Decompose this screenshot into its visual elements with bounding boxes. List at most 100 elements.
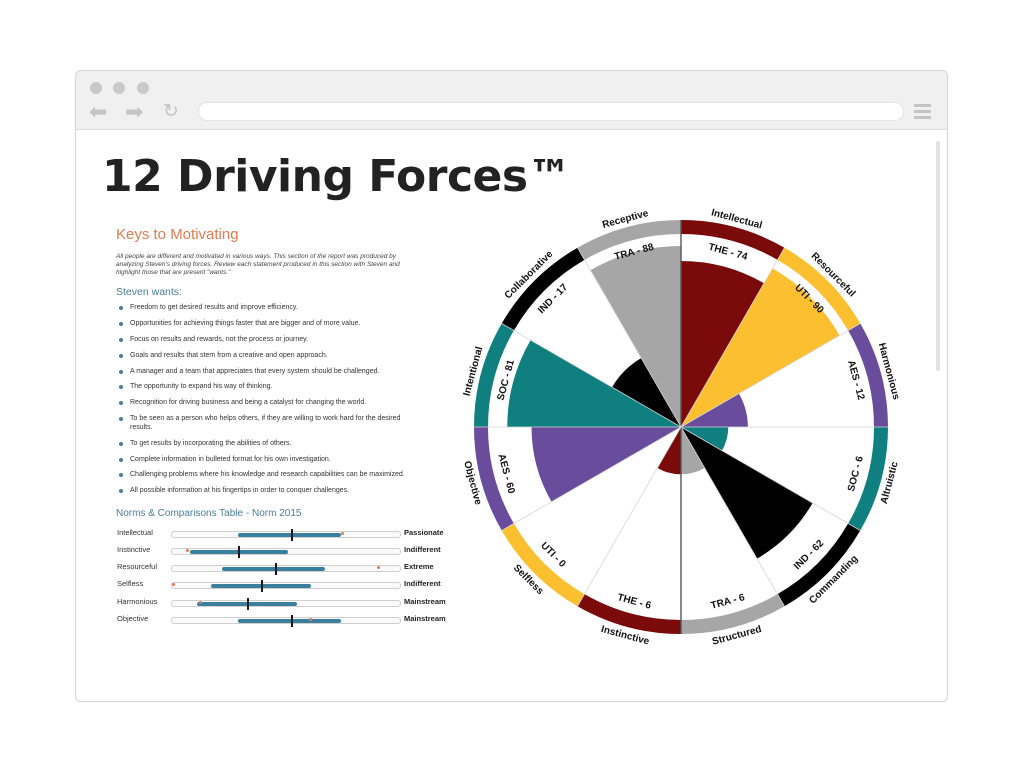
want-item: To get results by incorporating the abil… bbox=[116, 440, 408, 449]
intro-text: All people are different and motivated i… bbox=[116, 253, 400, 276]
value-wedge-altruistic bbox=[681, 427, 729, 451]
norm-level: Mainstream bbox=[404, 596, 446, 606]
hamburger-menu-icon[interactable] bbox=[914, 104, 931, 122]
want-item: A manager and a team that appreciates th… bbox=[116, 368, 408, 377]
ring-segment-commanding bbox=[777, 523, 861, 607]
wheel-divider bbox=[680, 426, 785, 607]
want-item: Goals and results that stem from a creat… bbox=[116, 352, 408, 361]
norm-mean-mark bbox=[274, 563, 277, 576]
norm-row: Resourceful Extreme bbox=[116, 561, 434, 578]
keys-to-motivating-heading: Keys to Motivating bbox=[116, 226, 239, 243]
value-wedge-commanding bbox=[681, 427, 813, 559]
norm-score-dot bbox=[377, 566, 381, 570]
value-wedge-receptive bbox=[590, 245, 681, 427]
wheel-divider bbox=[501, 426, 682, 531]
value-wedge-structured bbox=[681, 427, 705, 475]
page-title: 12 Driving Forces™ bbox=[102, 151, 572, 202]
report-page: Keys to Motivating All people are differ… bbox=[116, 226, 446, 630]
wheel-divider bbox=[577, 426, 682, 607]
window-close-dot[interactable] bbox=[90, 82, 102, 94]
value-wedge-objective bbox=[531, 427, 681, 502]
ring-segment-altruistic bbox=[848, 427, 888, 531]
norm-mean-mark bbox=[260, 580, 263, 593]
want-item: Freedom to get desired results and impro… bbox=[116, 304, 408, 313]
norm-row: Objective Mainstream bbox=[116, 613, 446, 630]
norm-level: Extreme bbox=[404, 562, 434, 572]
wheel-divider bbox=[577, 247, 682, 428]
ring-segment-harmonious bbox=[848, 323, 888, 427]
want-item: Complete information in bulleted format … bbox=[116, 456, 408, 465]
window-maximize-dot[interactable] bbox=[137, 82, 149, 94]
norm-name: Intellectual bbox=[117, 527, 153, 537]
want-item: To be seen as a person who helps others,… bbox=[116, 415, 408, 432]
ring-segment-selfless bbox=[501, 523, 585, 607]
norm-level: Indifferent bbox=[404, 579, 441, 589]
norm-level: Indifferent bbox=[404, 544, 441, 554]
want-item: Recognition for driving business and bei… bbox=[116, 399, 408, 408]
wheel-divider bbox=[680, 247, 785, 428]
norm-name: Selfless bbox=[117, 579, 144, 589]
browser-toolbar: ⬅ ➡ ↻ bbox=[76, 71, 947, 130]
value-wedge-intentional bbox=[507, 340, 681, 427]
ring-segment-receptive bbox=[577, 220, 681, 260]
value-wedge-resourceful bbox=[681, 268, 840, 427]
scrollbar-thumb[interactable] bbox=[936, 141, 940, 371]
want-item: All possible information at his fingerti… bbox=[116, 487, 408, 496]
norm-band bbox=[238, 532, 341, 537]
norm-score-dot bbox=[185, 548, 189, 552]
norm-level: Mainstream bbox=[404, 613, 446, 623]
norm-track bbox=[171, 580, 401, 593]
back-arrow-icon[interactable]: ⬅ bbox=[89, 99, 108, 124]
wants-list: Freedom to get desired results and impro… bbox=[116, 304, 408, 496]
wheel-divider bbox=[680, 323, 861, 428]
norm-score-dot bbox=[172, 583, 175, 587]
ring-segment-collaborative bbox=[501, 247, 585, 331]
norms-heading: Norms & Comparisons Table - Norm 2015 bbox=[116, 507, 302, 519]
wheel-divider bbox=[501, 323, 682, 428]
want-item: Focus on results and rewards, not the pr… bbox=[116, 336, 408, 345]
norm-mean-mark bbox=[247, 597, 250, 610]
norm-name: Resourceful bbox=[117, 562, 158, 572]
ring-segment-objective bbox=[474, 427, 514, 531]
norm-name: Instinctive bbox=[117, 544, 151, 554]
forward-arrow-icon[interactable]: ➡ bbox=[125, 99, 144, 124]
norm-name: Harmonious bbox=[117, 596, 158, 606]
value-wedge-collaborative bbox=[612, 358, 681, 427]
norm-name: Objective bbox=[117, 613, 149, 623]
value-wedge-intellectual bbox=[681, 260, 765, 427]
ring-segment-instinctive bbox=[577, 594, 681, 634]
address-bar[interactable] bbox=[198, 102, 904, 121]
ring-segment-intellectual bbox=[681, 220, 785, 260]
value-wedge-instinctive bbox=[657, 427, 681, 475]
norm-score-dot bbox=[308, 617, 312, 621]
norm-level: Passionate bbox=[404, 527, 444, 537]
norm-band bbox=[238, 618, 341, 623]
norm-mean-mark bbox=[290, 614, 293, 627]
ring-segment-resourceful bbox=[777, 247, 861, 331]
reload-icon[interactable]: ↻ bbox=[163, 101, 179, 122]
norm-track bbox=[171, 614, 401, 627]
norm-mean-mark bbox=[238, 545, 241, 558]
norm-row: Selfless Indifferent bbox=[116, 578, 441, 595]
ring-segment-structured bbox=[681, 594, 785, 634]
norm-band bbox=[222, 567, 325, 572]
want-item: Opportunities for achieving things faste… bbox=[116, 320, 408, 329]
wheel-divider bbox=[680, 426, 861, 531]
norm-score-dot bbox=[199, 600, 203, 604]
norm-row: Harmonious Mainstream bbox=[116, 596, 446, 613]
browser-window: ⬅ ➡ ↻ 12 Driving Forces™ Keys to Motivat… bbox=[75, 70, 948, 702]
want-item: Challenging problems where his knowledge… bbox=[116, 471, 408, 480]
window-minimize-dot[interactable] bbox=[113, 82, 125, 94]
norm-score-dot bbox=[340, 531, 344, 535]
norm-track bbox=[171, 528, 401, 541]
value-wedge-harmonious bbox=[681, 393, 748, 427]
norm-row: Intellectual Passionate bbox=[116, 527, 444, 544]
norm-mean-mark bbox=[290, 528, 293, 541]
norm-track bbox=[171, 545, 401, 558]
norm-row: Instinctive Indifferent bbox=[116, 544, 441, 561]
ring-segment-intentional bbox=[474, 323, 514, 427]
want-item: The opportunity to expand his way of thi… bbox=[116, 383, 408, 392]
wants-heading: Steven wants: bbox=[116, 286, 182, 298]
